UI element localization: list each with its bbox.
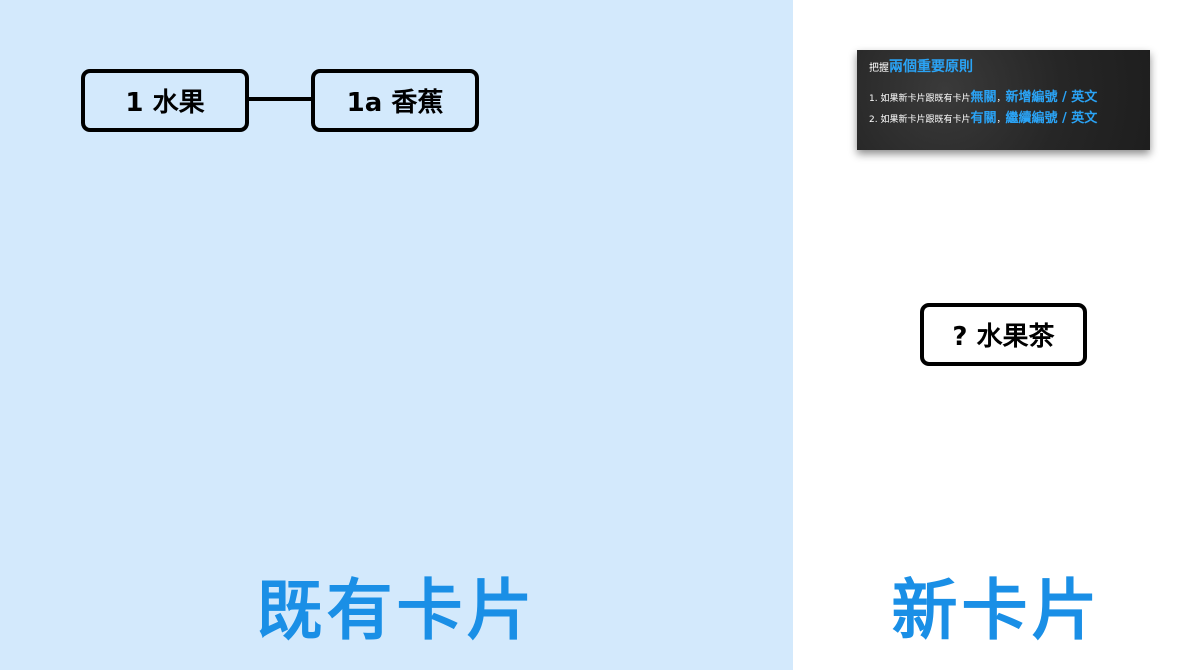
- note-title-highlight: 兩個重要原則: [889, 59, 973, 75]
- rule2-sep: ，: [996, 115, 1006, 126]
- note-rule-1: 1. 如果新卡片跟既有卡片無關，新增編號 / 英文: [869, 90, 1138, 106]
- heading-new-card: 新卡片: [891, 572, 1102, 649]
- rule2-action: 繼續編號 / 英文: [1005, 111, 1098, 127]
- note-rule-2: 2. 如果新卡片跟既有卡片有關，繼續編號 / 英文: [869, 111, 1138, 127]
- card-fruit: 1 水果: [81, 69, 249, 132]
- principles-note: 把握兩個重要原則 1. 如果新卡片跟既有卡片無關，新增編號 / 英文 2. 如果…: [857, 50, 1150, 150]
- rule1-prefix: 1. 如果新卡片跟既有卡片: [869, 93, 971, 104]
- note-title-prefix: 把握: [869, 63, 889, 74]
- note-title: 把握兩個重要原則: [869, 59, 1138, 76]
- card-new-fruit-tea: ? 水果茶: [920, 303, 1087, 366]
- rule1-sep: ，: [996, 93, 1006, 104]
- rule1-highlight: 無關: [970, 89, 997, 105]
- card-banana: 1a 香蕉: [311, 69, 479, 132]
- heading-existing-cards: 既有卡片: [256, 572, 537, 649]
- rule2-prefix: 2. 如果新卡片跟既有卡片: [869, 115, 971, 126]
- card-connector: [249, 97, 311, 101]
- rule2-highlight: 有關: [970, 111, 997, 127]
- rule1-action: 新增編號 / 英文: [1005, 89, 1098, 105]
